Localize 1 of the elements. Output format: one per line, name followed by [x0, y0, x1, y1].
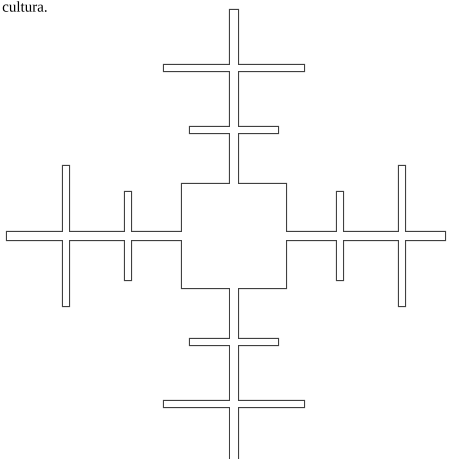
caption-text: cultura. [2, 1, 47, 12]
